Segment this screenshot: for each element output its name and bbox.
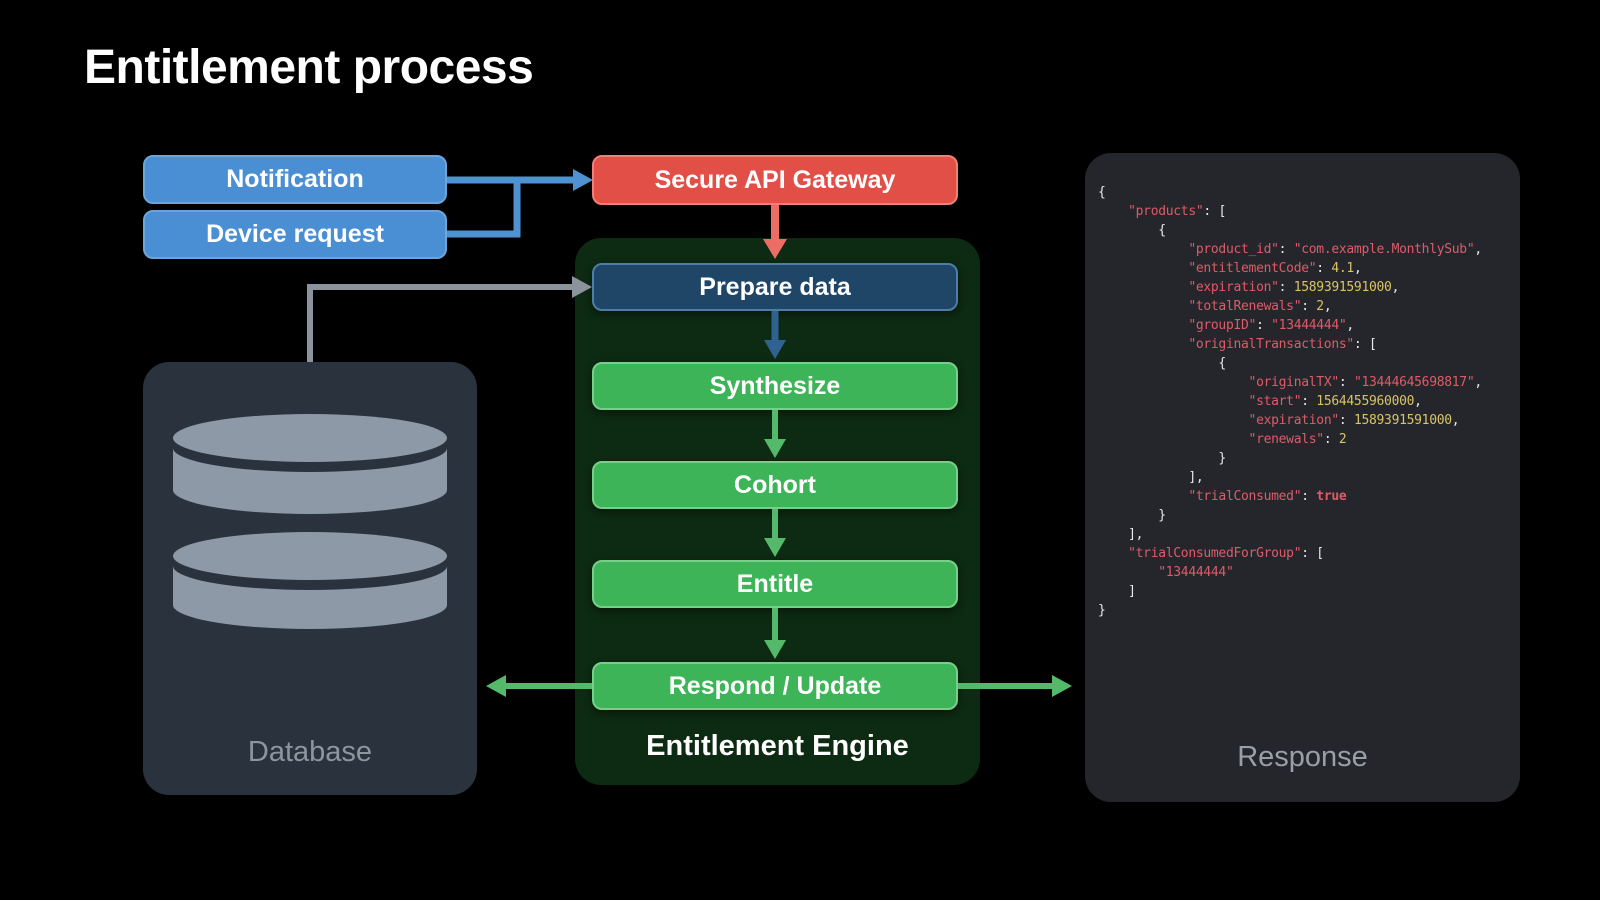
entitlement-engine-label: Entitlement Engine — [646, 730, 909, 762]
response-label: Response — [1237, 741, 1368, 773]
cohort-box: Cohort — [592, 461, 958, 509]
device-request-box: Device request — [143, 210, 447, 259]
database-icon — [173, 414, 447, 629]
prepare-data-box: Prepare data — [592, 263, 958, 311]
entitlement-engine-panel: Prepare data Synthesize Cohort Entitle R… — [575, 238, 980, 785]
page-title: Entitlement process — [84, 41, 534, 94]
response-code: { "products": [ { "product_id": "com.exa… — [1098, 185, 1482, 618]
synthesize-box: Synthesize — [592, 362, 958, 410]
notification-box: Notification — [143, 155, 447, 204]
respond-update-box: Respond / Update — [592, 662, 958, 710]
database-label: Database — [247, 736, 373, 768]
arrow-database-to-prepare — [307, 276, 592, 362]
arrow-inputs-to-gateway — [447, 169, 593, 238]
secure-api-gateway-box: Secure API Gateway — [592, 155, 958, 205]
response-panel: { "products": [ { "product_id": "com.exa… — [1085, 153, 1520, 802]
database-panel: Database — [143, 362, 477, 795]
entitle-box: Entitle — [592, 560, 958, 608]
